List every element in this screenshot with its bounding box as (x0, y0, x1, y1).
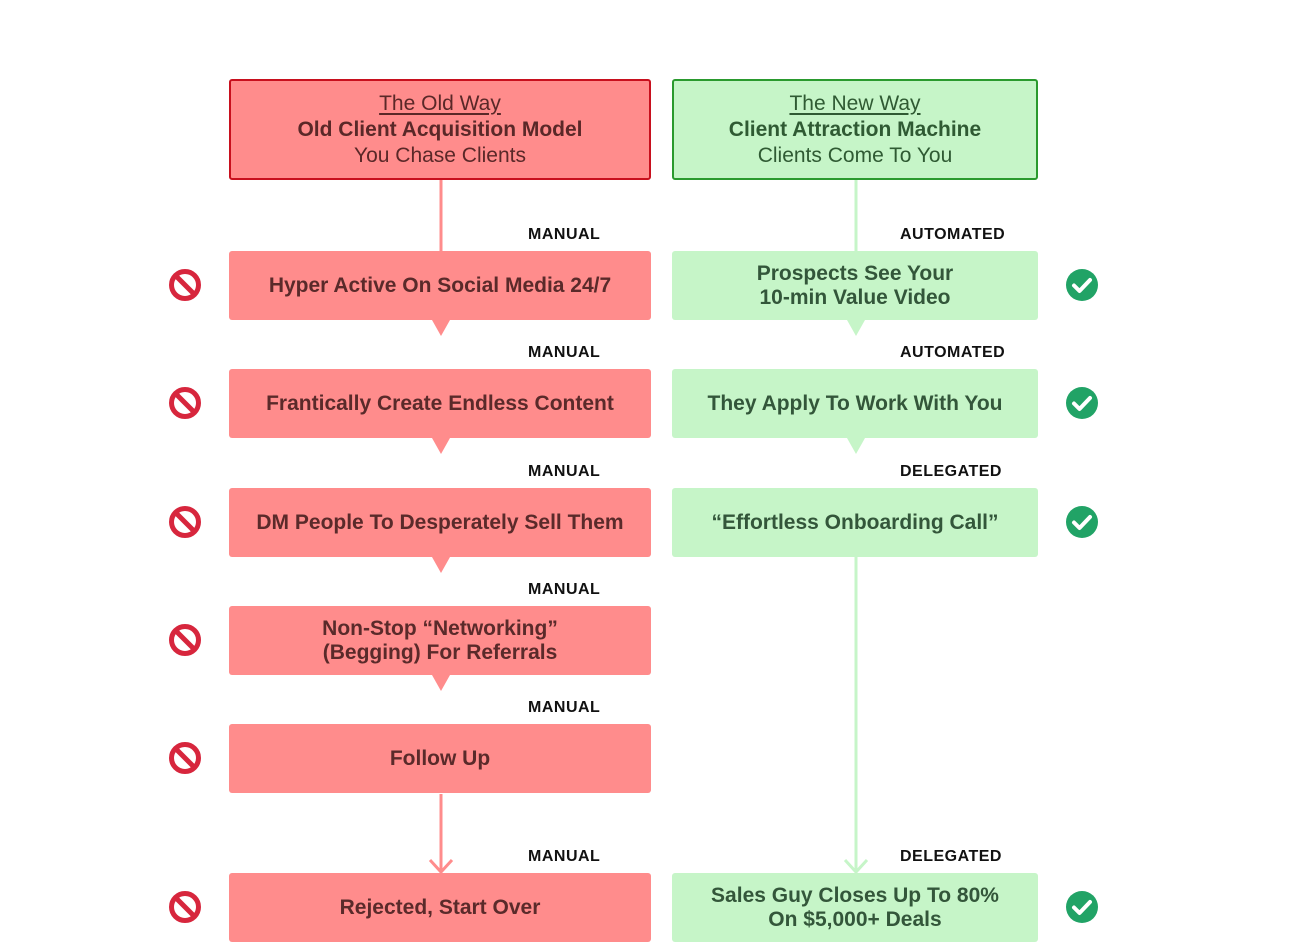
step-label: MANUAL (525, 344, 604, 362)
step-notch (432, 557, 450, 573)
step-notch (432, 675, 450, 691)
stop-icon (168, 505, 202, 539)
step-label: AUTOMATED (897, 344, 1009, 362)
stop-icon (168, 890, 202, 924)
check-icon (1065, 268, 1099, 302)
old-step: Rejected, Start Over (229, 873, 651, 942)
step-label: MANUAL (525, 226, 604, 244)
stop-icon (168, 268, 202, 302)
new-way-subtitle: The New Way (789, 91, 921, 115)
new-step: Sales Guy Closes Up To 80%On $5,000+ Dea… (672, 873, 1038, 942)
old-step: Non-Stop “Networking”(Begging) For Refer… (229, 606, 651, 675)
old-way-tagline: You Chase Clients (354, 143, 526, 167)
old-way-header: The Old Way Old Client Acquisition Model… (229, 79, 651, 180)
new-step: “Effortless Onboarding Call” (672, 488, 1038, 557)
old-step: DM People To Desperately Sell Them (229, 488, 651, 557)
step-label: AUTOMATED (897, 226, 1009, 244)
stop-icon (168, 623, 202, 657)
step-notch (847, 438, 865, 454)
step-label: MANUAL (525, 581, 604, 599)
step-notch (847, 320, 865, 336)
step-label: DELEGATED (897, 848, 1005, 866)
old-step: Hyper Active On Social Media 24/7 (229, 251, 651, 320)
new-way-title: Client Attraction Machine (728, 117, 982, 141)
old-arrowhead (428, 858, 454, 875)
step-label: MANUAL (525, 848, 604, 866)
step-label: MANUAL (525, 699, 604, 717)
old-step: Frantically Create Endless Content (229, 369, 651, 438)
step-notch (432, 438, 450, 454)
stop-icon (168, 386, 202, 420)
check-icon (1065, 505, 1099, 539)
step-notch (432, 320, 450, 336)
check-icon (1065, 386, 1099, 420)
old-step: Follow Up (229, 724, 651, 793)
old-way-subtitle: The Old Way (379, 91, 501, 115)
check-icon (1065, 890, 1099, 924)
step-label: DELEGATED (897, 463, 1005, 481)
stop-icon (168, 741, 202, 775)
old-way-title: Old Client Acquisition Model (297, 117, 583, 141)
new-way-header: The New Way Client Attraction Machine Cl… (672, 79, 1038, 180)
step-label: MANUAL (525, 463, 604, 481)
new-way-tagline: Clients Come To You (757, 143, 953, 167)
new-step: They Apply To Work With You (672, 369, 1038, 438)
new-arrowhead (843, 858, 869, 875)
